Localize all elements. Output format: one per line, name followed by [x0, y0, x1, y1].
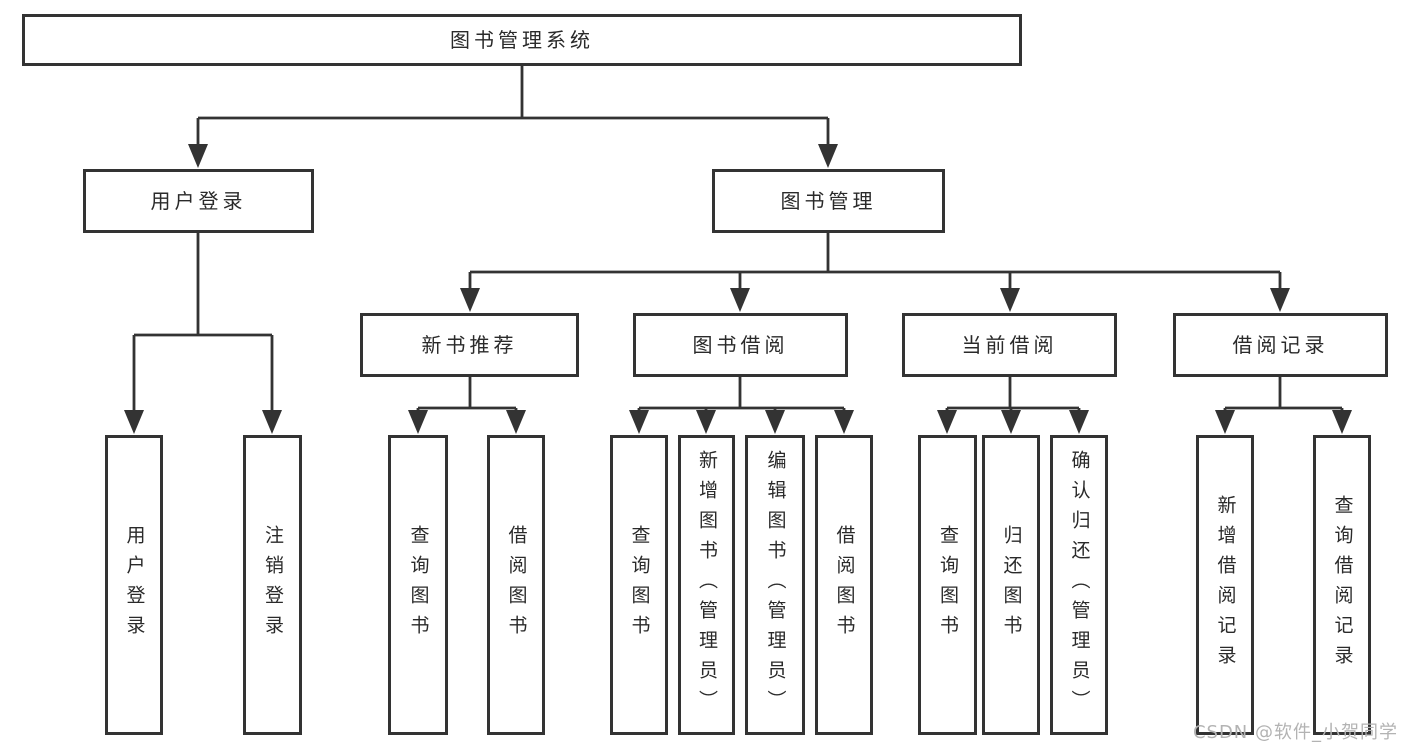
arrow-down-icon: [1069, 410, 1089, 434]
node-label: 新增图书（管理员）: [696, 450, 718, 720]
node-label: 用户登录: [123, 525, 146, 645]
node-label: 确认归还（管理员）: [1068, 450, 1091, 720]
arrow-down-icon: [629, 410, 649, 434]
node-label: 编辑图书（管理员）: [764, 450, 787, 720]
leaf-add-book-admin: 新增图书（管理员）: [678, 435, 735, 735]
leaf-query-book-2: 查询图书: [610, 435, 668, 735]
leaf-borrow-book-2: 借阅图书: [815, 435, 873, 735]
node-new-book-recommend: 新书推荐: [360, 313, 579, 377]
arrow-down-icon: [834, 410, 854, 434]
node-user-login: 用户登录: [83, 169, 314, 233]
node-label: 新增借阅记录: [1214, 495, 1237, 675]
node-label: 注销登录: [262, 525, 284, 645]
arrow-down-icon: [460, 288, 480, 312]
leaf-query-borrow-record: 查询借阅记录: [1313, 435, 1371, 735]
node-label: 新书推荐: [421, 333, 518, 357]
arrow-down-icon: [818, 144, 838, 168]
node-label: 借阅记录: [1232, 333, 1329, 357]
node-current-borrowing: 当前借阅: [902, 313, 1117, 377]
leaf-confirm-return-admin: 确认归还（管理员）: [1050, 435, 1108, 735]
leaf-user-login: 用户登录: [105, 435, 163, 735]
node-label: 归还图书: [1000, 525, 1023, 645]
arrow-down-icon: [730, 288, 750, 312]
node-label: 查询图书: [937, 525, 959, 645]
arrow-down-icon: [937, 410, 957, 434]
arrow-down-icon: [1001, 410, 1021, 434]
node-label: 查询图书: [407, 525, 430, 645]
node-label: 图书借阅: [692, 333, 789, 357]
leaf-borrow-book-1: 借阅图书: [487, 435, 545, 735]
arrow-down-icon: [262, 410, 282, 434]
leaf-query-book-1: 查询图书: [388, 435, 448, 735]
node-book-management: 图书管理: [712, 169, 945, 233]
leaf-edit-book-admin: 编辑图书（管理员）: [745, 435, 805, 735]
arrow-down-icon: [1000, 288, 1020, 312]
node-label: 查询借阅记录: [1331, 495, 1354, 675]
node-label: 图书管理系统: [450, 28, 594, 52]
leaf-return-book: 归还图书: [982, 435, 1040, 735]
arrow-down-icon: [408, 410, 428, 434]
node-borrow-records: 借阅记录: [1173, 313, 1388, 377]
node-library-system: 图书管理系统: [22, 14, 1022, 66]
arrow-down-icon: [765, 410, 785, 434]
node-label: 借阅图书: [833, 525, 856, 645]
node-label: 图书管理: [780, 189, 877, 213]
node-label: 借阅图书: [505, 525, 528, 645]
node-label: 用户登录: [150, 189, 247, 213]
node-book-borrowing: 图书借阅: [633, 313, 848, 377]
arrow-down-icon: [696, 410, 716, 434]
leaf-add-borrow-record: 新增借阅记录: [1196, 435, 1254, 735]
arrow-down-icon: [1215, 410, 1235, 434]
leaf-logout: 注销登录: [243, 435, 302, 735]
leaf-query-book-3: 查询图书: [918, 435, 977, 735]
node-label: 当前借阅: [961, 333, 1058, 357]
arrow-down-icon: [1270, 288, 1290, 312]
node-label: 查询图书: [628, 525, 651, 645]
csdn-watermark: CSDN @软件_小贺同学: [1192, 722, 1398, 743]
arrow-down-icon: [124, 410, 144, 434]
arrow-down-icon: [1332, 410, 1352, 434]
arrow-down-icon: [188, 144, 208, 168]
arrow-down-icon: [506, 410, 526, 434]
